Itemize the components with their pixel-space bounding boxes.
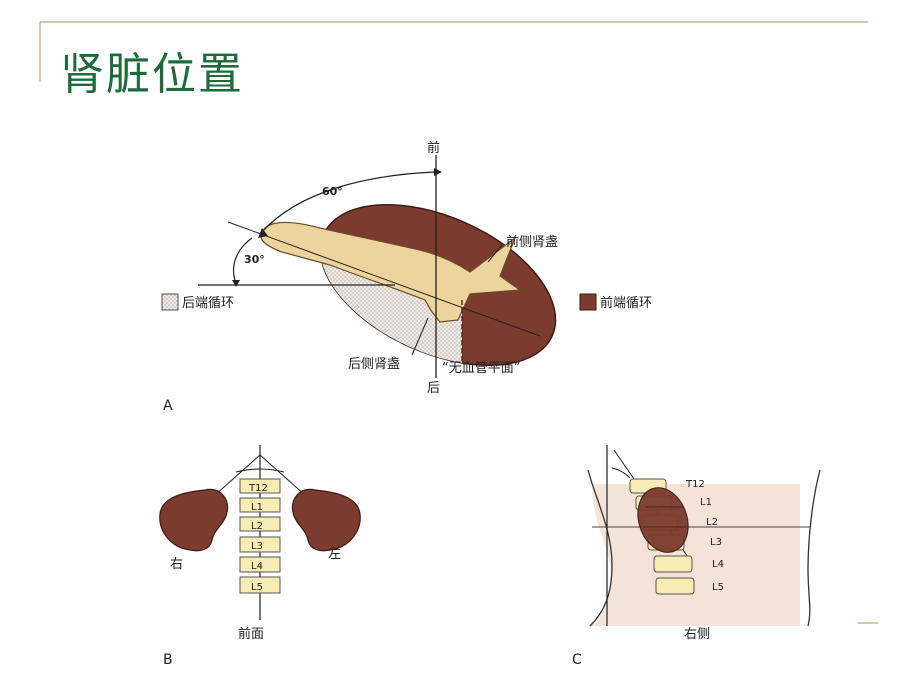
vertebra xyxy=(239,516,281,532)
vertebra-label: L3 xyxy=(251,541,263,552)
renal-pelvis xyxy=(260,221,522,323)
vertebra xyxy=(239,576,281,594)
legend-posterior-label: 后端循环 xyxy=(182,296,234,311)
vertebra-label: L1 xyxy=(251,502,263,513)
legend-anterior-swatch xyxy=(579,293,597,311)
right-kidney xyxy=(159,488,229,552)
body-side-region xyxy=(590,484,800,626)
legend-posterior-swatch xyxy=(161,293,179,311)
angle-30-arrow xyxy=(232,280,240,287)
angle-60-arrow xyxy=(434,168,442,176)
vertebra xyxy=(239,536,281,553)
label-left: 左 xyxy=(328,547,341,562)
panel-a: 前 后 60° 30° 前侧肾盏 后侧肾盏 “无血管平面” 后端循环 前端循环 … xyxy=(161,140,652,414)
label-angle-60: 60° xyxy=(322,185,343,198)
left-kidney xyxy=(291,488,361,552)
vertebra xyxy=(653,555,693,573)
angle-60-arrow-left xyxy=(258,228,268,238)
vertebra-label: L4 xyxy=(712,559,724,570)
panel-b: T12 L1 L2 L3 L4 L5 右 左 前面 B xyxy=(159,445,361,668)
vertebra-label: L5 xyxy=(712,582,724,593)
vertebra xyxy=(239,556,281,573)
vertebra-label: L1 xyxy=(700,497,712,508)
anterior-calyx-leader xyxy=(487,244,503,263)
label-front: 前 xyxy=(427,140,440,156)
label-posterior-calyx: 后侧肾盏 xyxy=(348,357,400,372)
angle-60-arc xyxy=(261,171,435,233)
label-avascular-plane: “无血管平面” xyxy=(442,361,520,376)
spine-front-view: T12 L1 L2 L3 L4 L5 xyxy=(239,478,281,594)
vertebra xyxy=(239,497,281,513)
label-angle-30: 30° xyxy=(244,253,265,266)
legend-anterior-label: 前端循环 xyxy=(600,295,652,311)
vertebra-label: L3 xyxy=(710,537,722,548)
label-front-view: 前面 xyxy=(238,626,264,642)
label-right: 右 xyxy=(170,557,183,572)
vertebra-label: T12 xyxy=(685,479,705,490)
vertebra-label: L2 xyxy=(706,517,718,528)
kidney-side-view xyxy=(637,487,689,553)
label-back: 后 xyxy=(427,381,440,396)
angle-30-arc xyxy=(232,237,253,284)
panel-c: T12 L1 L2 L3 L4 L5 右侧 C xyxy=(572,445,821,668)
page-title: 肾脏位置 xyxy=(60,49,244,100)
vertebra-label: L2 xyxy=(251,521,263,532)
panel-c-label: C xyxy=(572,652,582,668)
kidney-long-axis xyxy=(227,221,541,337)
label-right-side-view: 右侧 xyxy=(684,627,710,642)
body-back-contour xyxy=(587,469,613,627)
vertebra xyxy=(655,577,695,595)
vertebra-label: L5 xyxy=(251,582,263,593)
panel-b-label: B xyxy=(163,652,173,668)
panel-a-label: A xyxy=(163,398,173,414)
angle-arc-c xyxy=(611,467,631,479)
body-front-contour xyxy=(807,469,821,627)
vertebra-label: L4 xyxy=(251,561,263,572)
posterior-calyx-leader xyxy=(411,317,429,356)
vertebra xyxy=(239,478,281,494)
label-anterior-calyx: 前侧肾盏 xyxy=(506,234,558,250)
vertebra-label: T12 xyxy=(248,483,268,494)
angle-arc-b xyxy=(235,468,285,473)
